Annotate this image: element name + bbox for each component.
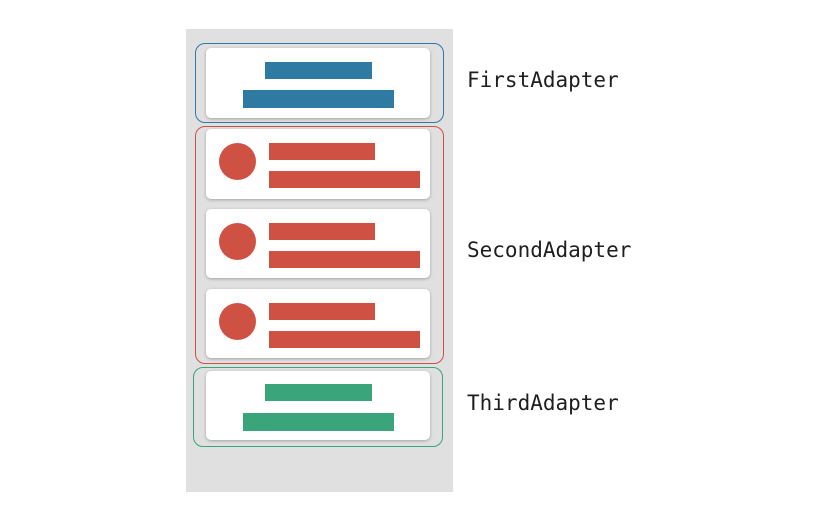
first-adapter-card xyxy=(206,48,430,118)
second-adapter-card xyxy=(206,129,430,199)
avatar-circle xyxy=(219,223,256,260)
second-card-subtitle-bar xyxy=(269,251,420,268)
second-adapter-group xyxy=(195,126,444,364)
avatar-circle xyxy=(219,143,256,180)
third-adapter-card xyxy=(206,371,430,440)
third-card-title-bar xyxy=(265,384,372,401)
first-adapter-group xyxy=(195,43,444,123)
first-card-subtitle-bar xyxy=(243,90,394,108)
first-card-title-bar xyxy=(265,62,372,79)
third-adapter-label: ThirdAdapter xyxy=(467,391,619,415)
second-adapter-card xyxy=(206,209,430,278)
second-card-subtitle-bar xyxy=(269,331,420,348)
second-adapter-card xyxy=(206,289,430,358)
second-adapter-label: SecondAdapter xyxy=(467,238,632,262)
second-card-subtitle-bar xyxy=(269,171,420,188)
second-card-title-bar xyxy=(269,303,375,320)
second-card-title-bar xyxy=(269,143,375,160)
avatar-circle xyxy=(219,303,256,340)
first-adapter-label: FirstAdapter xyxy=(467,68,619,92)
third-card-subtitle-bar xyxy=(243,413,394,431)
third-adapter-group xyxy=(193,367,443,447)
second-card-title-bar xyxy=(269,223,375,240)
